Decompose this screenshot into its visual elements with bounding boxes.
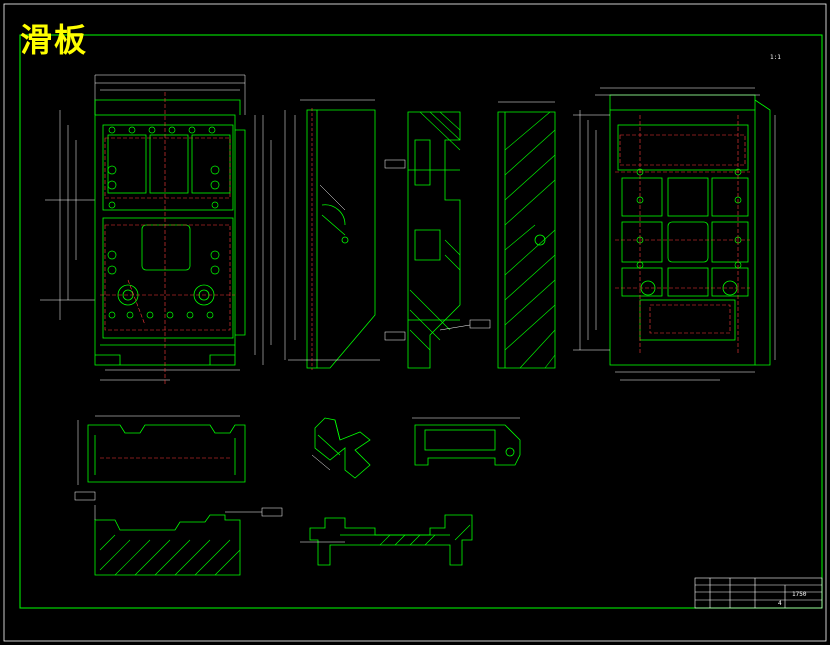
- drawing-number: 1750: [792, 591, 807, 598]
- rear-view: [573, 87, 776, 381]
- section-d: [74, 491, 283, 576]
- sheet-number: 4: [778, 600, 782, 607]
- side-view-a: [284, 99, 380, 369]
- section-c: [497, 101, 556, 369]
- inner-frame: [19, 34, 823, 609]
- outer-border: [3, 3, 827, 642]
- drawing-title: 滑板: [20, 21, 89, 59]
- detail-3: [412, 417, 521, 466]
- section-b: [384, 111, 491, 369]
- section-e: [300, 514, 473, 566]
- front-view-centerlines: [100, 92, 235, 385]
- scale-label: 1:1: [770, 54, 781, 61]
- title-block: [694, 577, 823, 609]
- rear-view-centerlines: [615, 115, 750, 355]
- detail-2: [311, 417, 371, 479]
- detail-1: [77, 415, 246, 485]
- front-view: [40, 74, 272, 381]
